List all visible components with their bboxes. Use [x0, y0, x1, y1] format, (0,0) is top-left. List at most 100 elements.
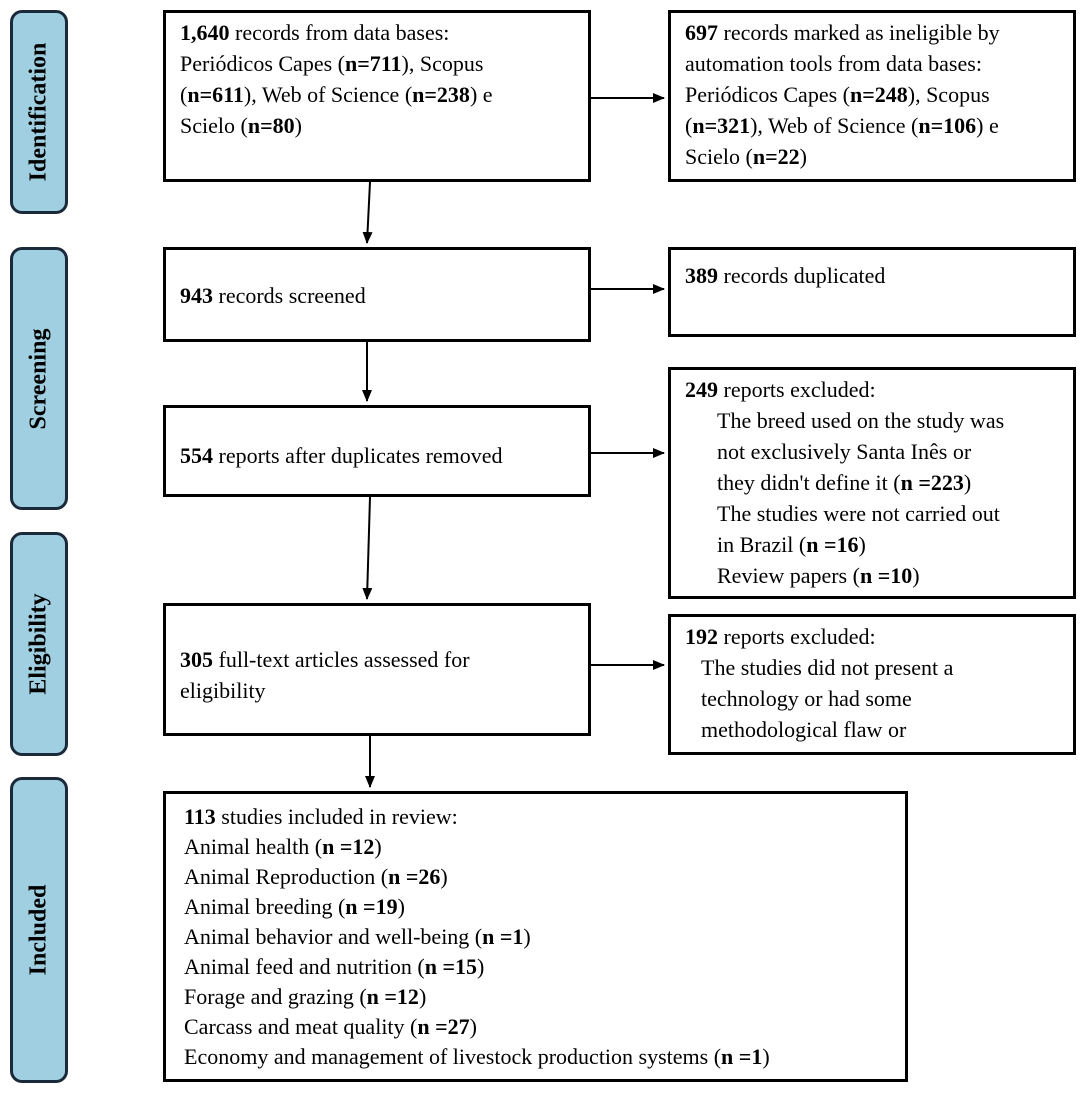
phase-identification: Identification	[10, 10, 68, 214]
identified-n-capes: n=711	[344, 51, 402, 76]
after-duplicates-count: 554	[180, 443, 213, 468]
included-item-label: Animal breeding (	[184, 894, 346, 919]
included-item-count: n =27	[417, 1014, 470, 1039]
assessed-line-2: eligibility	[180, 678, 266, 703]
included-item: Carcass and meat quality (n =27)	[184, 1012, 895, 1042]
ineligible-text-1: records marked as ineligible by	[723, 20, 1000, 45]
box-records-duplicated: 389 records duplicated	[668, 247, 1076, 337]
arrow-after-duplicates-to-assessed	[362, 496, 373, 600]
after-duplicates-line: 554 reports after duplicates removed	[180, 440, 578, 471]
included-item-close: )	[523, 924, 531, 949]
duplicated-text: records duplicated	[723, 263, 886, 288]
ineligible-line-3: Periódicos Capes (n=248), Scopus	[685, 82, 990, 107]
box-reports-after-duplicates: 554 reports after duplicates removed	[163, 405, 591, 497]
identified-n-scopus: n=611	[187, 82, 244, 107]
included-item: Animal breeding (n =19)	[184, 892, 895, 922]
phase-included: Included	[10, 777, 68, 1083]
assessed-text-1: full-text articles assessed for	[218, 647, 470, 672]
identified-count: 1,640	[180, 20, 230, 45]
excluded-249-item-4: The studies were not carried out	[717, 501, 1000, 526]
excluded-249-item-5: in Brazil (n =16)	[717, 532, 866, 557]
box-reports-excluded-249: 249 reports excluded: The breed used on …	[668, 367, 1076, 599]
included-item-label: Animal behavior and well-being (	[184, 924, 483, 949]
after-duplicates-text: reports after duplicates removed	[218, 443, 503, 468]
phase-eligibility: Eligibility	[10, 532, 68, 756]
included-item: Animal Reproduction (n =26)	[184, 862, 895, 892]
excluded-249-item-1: The breed used on the study was	[717, 408, 1005, 433]
excluded-192-header-text: reports excluded:	[723, 624, 876, 649]
included-item-count: n =26	[388, 864, 441, 889]
included-item-close: )	[477, 954, 485, 979]
excluded-192-item-3: methodological flaw or	[701, 717, 907, 742]
phase-screening: Screening	[10, 247, 68, 510]
included-header: 113 studies included in review:	[184, 802, 895, 832]
identified-line-1: 1,640 records from data bases:	[180, 17, 578, 48]
included-item: Forage and grazing (n =12)	[184, 982, 895, 1012]
included-item: Animal feed and nutrition (n =15)	[184, 952, 895, 982]
included-item-close: )	[397, 894, 405, 919]
included-count: 113	[184, 804, 216, 829]
screened-line: 943 records screened	[180, 280, 578, 311]
included-item: Animal behavior and well-being (n =1)	[184, 922, 895, 952]
excluded-192-item-2: technology or had some	[701, 686, 912, 711]
included-item-count: n =12	[366, 984, 419, 1009]
included-item-label: Animal feed and nutrition (	[184, 954, 425, 979]
included-item-close: )	[440, 864, 448, 889]
included-item-close: )	[418, 984, 427, 1009]
excluded-249-header: 249 reports excluded:	[685, 374, 1063, 405]
box-full-text-assessed: 305 full-text articles assessed for elig…	[163, 603, 591, 736]
assessed-count: 305	[180, 647, 213, 672]
excluded-192-count: 192	[685, 624, 718, 649]
ineligible-n-scielo: n=22	[752, 144, 800, 169]
ineligible-line-1: 697 records marked as ineligible by	[685, 17, 1063, 48]
box-records-ineligible: 697 records marked as ineligible by auto…	[668, 10, 1076, 182]
ineligible-n-scopus: n=321	[692, 113, 751, 138]
excluded-192-header: 192 reports excluded:	[685, 621, 1063, 652]
box-studies-included: 113 studies included in review: Animal h…	[163, 791, 908, 1082]
excluded-249-n-review: n =10	[859, 563, 913, 588]
included-item-label: Economy and management of livestock prod…	[184, 1044, 722, 1069]
ineligible-n-capes: n=248	[849, 82, 908, 107]
included-item-label: Animal Reproduction (	[184, 864, 389, 889]
ineligible-count: 697	[685, 20, 718, 45]
ineligible-line-2: automation tools from data bases:	[685, 51, 982, 76]
arrow-identified-to-screened	[362, 181, 373, 244]
included-item-count: n =19	[345, 894, 398, 919]
included-header-text: studies included in review:	[221, 804, 458, 829]
excluded-192-item-1: The studies did not present a	[701, 655, 954, 680]
assessed-line-1: 305 full-text articles assessed for	[180, 644, 578, 675]
included-item: Economy and management of livestock prod…	[184, 1042, 895, 1072]
included-item-label: Animal health (	[184, 834, 323, 859]
duplicated-line: 389 records duplicated	[685, 260, 1063, 291]
included-item-count: n =1	[721, 1044, 763, 1069]
included-item-close: )	[762, 1044, 770, 1069]
excluded-249-count: 249	[685, 377, 718, 402]
included-item-close: )	[469, 1014, 477, 1039]
ineligible-n-wos: n=106	[918, 113, 977, 138]
ineligible-line-5: Scielo (n=22)	[685, 144, 807, 169]
identified-line-2: Periódicos Capes (n=711), Scopus	[180, 51, 484, 76]
excluded-249-n-brazil: n =16	[806, 532, 859, 557]
identified-n-scielo: n=80	[247, 113, 295, 138]
box-records-screened: 943 records screened	[163, 247, 591, 342]
screened-text: records screened	[218, 283, 366, 308]
ineligible-line-4: (n=321), Web of Science (n=106) e	[685, 113, 999, 138]
included-item: Animal health (n =12)	[184, 832, 895, 862]
excluded-249-item-6: Review papers (n =10)	[717, 563, 920, 588]
included-item-count: n =1	[482, 924, 524, 949]
included-item-count: n =12	[322, 834, 375, 859]
screened-count: 943	[180, 283, 213, 308]
identified-line-4: Scielo (n=80)	[180, 113, 302, 138]
included-item-count: n =15	[424, 954, 477, 979]
box-reports-excluded-192: 192 reports excluded: The studies did no…	[668, 614, 1076, 755]
included-item-close: )	[374, 834, 382, 859]
excluded-249-item-3: they didn't define it (n =223)	[717, 470, 972, 495]
excluded-249-item-2: not exclusively Santa Inês or	[717, 439, 972, 464]
excluded-249-n-breed: n =223	[900, 470, 964, 495]
excluded-249-header-text: reports excluded:	[723, 377, 876, 402]
included-item-label: Carcass and meat quality (	[184, 1014, 418, 1039]
duplicated-count: 389	[685, 263, 718, 288]
included-item-label: Forage and grazing (	[184, 984, 367, 1009]
identified-n-wos: n=238	[412, 82, 470, 107]
